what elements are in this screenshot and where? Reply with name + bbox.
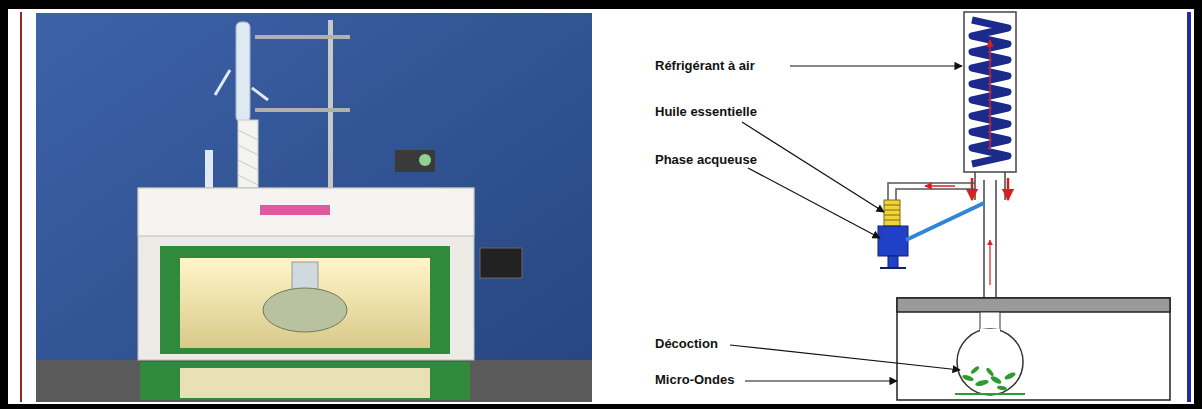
aqueous-return [906,203,984,240]
photo-backdrop [36,13,592,402]
separator-tap [888,256,898,268]
essential-oil-layer [884,200,900,226]
reflux-arrow [1007,178,1010,200]
plant-piece [985,367,994,377]
oven-window [180,258,430,348]
control-knob [419,154,431,166]
vapour-tube [983,180,985,312]
round-flask [957,329,1023,395]
stand-clamp [255,35,350,39]
frame-rule [1187,12,1191,402]
reactor-flask [263,288,347,332]
apparatus-photo [36,13,592,402]
vapour-arrow [989,240,990,285]
insulation-wrap [238,130,258,185]
plant-material [962,365,1017,391]
oven-top [138,188,474,236]
side-arm [888,183,975,205]
oven-door-frame [160,246,450,354]
side-arm [896,189,975,205]
condenser-coil [972,20,1008,164]
leader-line [742,122,884,212]
glass-tubing [215,70,268,100]
part-label: Micro-Ondes [655,372,775,388]
oven-cabinet [138,188,474,360]
leader-line [745,380,897,381]
plant-piece [997,385,1008,391]
plant-piece [975,379,990,387]
microwave-oven [897,298,1170,400]
flask-base [955,393,1025,395]
stand-rod [328,20,333,195]
keypad [480,248,522,278]
oven-drawer [140,362,470,400]
bench [36,360,592,402]
part-label: Huile essentielle [655,104,785,120]
tap-handle [880,267,906,269]
page-frame [8,9,1194,404]
condenser-outlet [974,172,976,200]
insulated-column [238,120,258,198]
part-label: Réfrigérant à air [655,58,765,74]
condenser-outlet [1004,172,1006,200]
oil-layer-lines [884,205,900,220]
drawer-window [180,368,430,398]
flask-neck-join [980,329,1000,335]
oven-top-panel [897,298,1170,312]
plant-piece [1004,371,1017,381]
aqueous-phase [878,226,908,256]
leader-line [790,65,962,66]
vapour-tube [995,180,997,312]
leader-line [730,345,960,370]
stand-clamp [255,108,350,112]
frame-rule [20,12,22,402]
leader-line [748,168,880,238]
air-condenser [964,12,1016,172]
plant-piece [970,365,980,374]
glass-condenser [236,22,250,122]
vapour-arrow [989,40,991,150]
plant-piece [990,375,1003,385]
plant-piece [962,374,975,383]
extraction-schematic [878,12,1170,400]
brand-plate [260,205,330,215]
part-label: Décoction [655,336,775,352]
control-unit [395,150,435,172]
flow-arrow [925,185,955,187]
part-label: Phase acqueuse [655,152,785,168]
